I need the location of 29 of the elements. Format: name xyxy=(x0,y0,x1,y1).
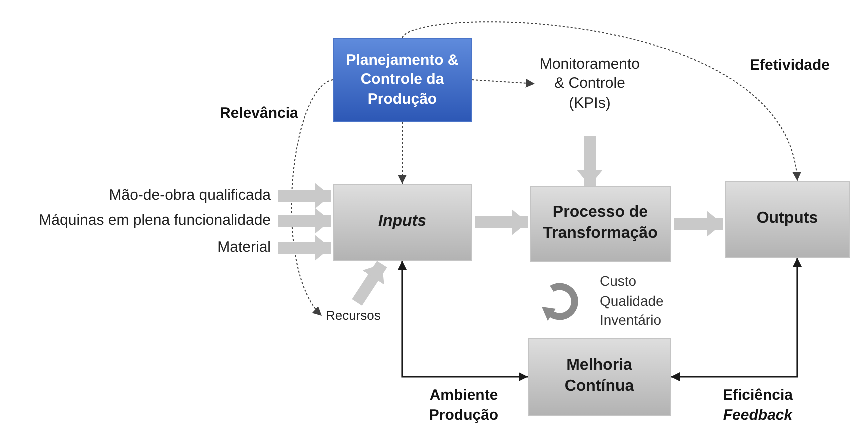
box-label: Outputs xyxy=(756,209,818,230)
box-label: Melhoria Contínua xyxy=(564,356,636,397)
process-box xyxy=(333,184,472,261)
input-label: Mão-de-obra qualificada xyxy=(109,186,271,206)
arrow xyxy=(398,122,407,184)
block-arrow xyxy=(475,210,528,236)
node-text: Monitoramento & Controle (KPIs) xyxy=(540,54,640,114)
process-box xyxy=(530,186,671,262)
process-box xyxy=(528,338,671,416)
block-arrow xyxy=(674,211,723,237)
block-arrow xyxy=(278,183,331,209)
arrow xyxy=(472,78,536,88)
arrow xyxy=(402,22,800,182)
box-label: Inputs xyxy=(378,212,426,232)
input-label: Material xyxy=(218,238,271,258)
block-arrow xyxy=(278,208,331,234)
box-label: Planejamento & Controle da Produção xyxy=(345,50,460,110)
box-label: Processo de Transformação xyxy=(542,203,659,244)
note-text: Custo Qualidade Inventário xyxy=(600,272,664,330)
input-label: Máquinas em plena funcionalidade xyxy=(39,211,271,231)
block-arrow xyxy=(352,261,388,306)
arrow xyxy=(398,261,528,382)
node-text: Recursos xyxy=(326,308,381,324)
arrow xyxy=(671,258,802,382)
process-box xyxy=(725,181,850,258)
arrow xyxy=(291,80,334,316)
block-arrow xyxy=(278,235,331,261)
process-box xyxy=(333,38,472,122)
block-arrow xyxy=(577,136,603,186)
